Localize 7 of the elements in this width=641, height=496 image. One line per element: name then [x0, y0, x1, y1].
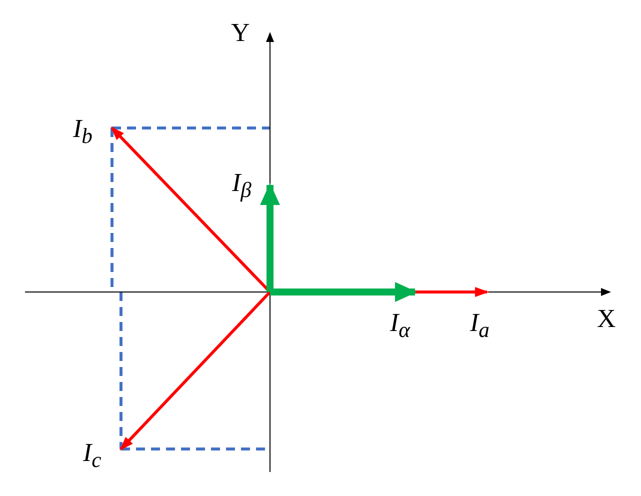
vector-label: I$_{a}$: [470, 310, 490, 342]
vector-label: I$_{α}$: [390, 310, 410, 342]
axis-label: Y: [231, 20, 250, 46]
vector-label: I$_{b}$: [73, 116, 92, 148]
axis-label: X: [597, 306, 616, 332]
vector-label: I$_{β}$: [232, 170, 252, 202]
vector-label: I$_{c}$: [83, 440, 102, 472]
